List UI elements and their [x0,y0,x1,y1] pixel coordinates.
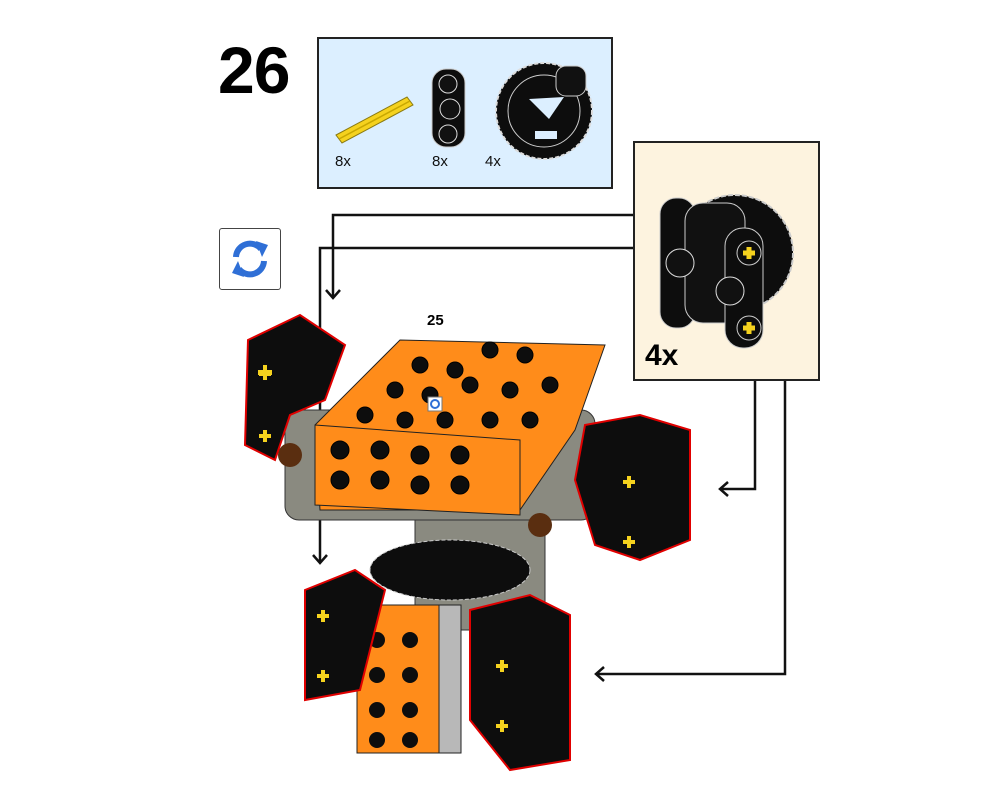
part-quantity: 8x [432,153,448,170]
callout-quantity: 4x [645,339,679,372]
parts-list-graphics [335,62,593,160]
small-rotate-icon [427,396,443,412]
parts-list-panel: 8x 8x 4x [317,37,613,189]
axle-hole-icons [258,365,635,732]
rotate-icon [232,240,268,278]
yellow-axle-icon [335,96,414,144]
submodel-label: 25 [427,312,444,329]
callout-panel: 4x [633,141,820,381]
rotate-model-button[interactable] [219,228,281,290]
pin-connector-icon [431,68,466,148]
part-quantity: 4x [485,153,501,170]
gear-subassembly-illustration [659,194,794,349]
part-quantity: 8x [335,153,351,170]
step-number: 26 [218,33,290,107]
turntable-gear-icon [495,62,593,160]
new-gear-subassemblies [243,313,691,772]
